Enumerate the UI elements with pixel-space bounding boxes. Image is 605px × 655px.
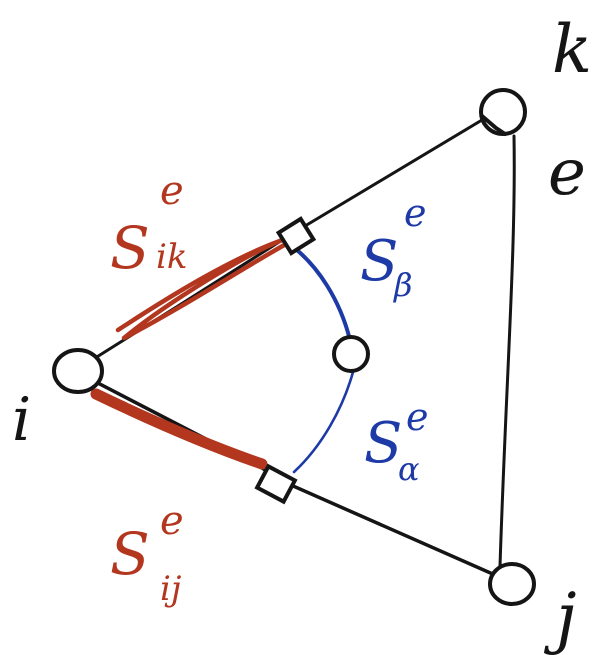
midpoint-marker-ij xyxy=(254,463,298,505)
vertex-label-i: i xyxy=(12,385,31,455)
svg-text:S: S xyxy=(110,520,150,588)
vertex-label-j: j xyxy=(543,579,576,655)
centroid-node xyxy=(332,335,370,373)
label-s-beta: S e β xyxy=(360,191,427,304)
svg-text:α: α xyxy=(398,450,420,488)
svg-text:ij: ij xyxy=(160,569,182,609)
vertex-k-node xyxy=(479,88,527,136)
edge-k-j xyxy=(498,134,516,568)
vertex-i-node xyxy=(52,348,104,394)
label-s-ij: S e ij xyxy=(110,498,184,609)
midpoint-marker-ik xyxy=(275,216,317,256)
svg-text:S: S xyxy=(364,411,402,476)
vertex-j-node xyxy=(488,562,536,606)
svg-text:S: S xyxy=(360,229,398,294)
segment-s-ik xyxy=(115,235,291,341)
vertex-label-k: k xyxy=(552,11,592,88)
segment-s-alpha xyxy=(292,370,355,474)
segment-s-ij xyxy=(90,388,268,470)
svg-text:e: e xyxy=(160,168,184,214)
svg-text:e: e xyxy=(406,395,429,439)
svg-text:S: S xyxy=(110,214,150,282)
svg-text:e: e xyxy=(404,191,427,235)
element-label: e xyxy=(548,136,586,210)
svg-text:β: β xyxy=(393,266,413,304)
segment-s-beta xyxy=(290,244,352,342)
label-s-alpha: S e α xyxy=(364,395,429,488)
vertex-k-corner-mark xyxy=(480,114,507,136)
label-s-ik: S e ik xyxy=(110,168,187,282)
svg-text:ik: ik xyxy=(156,237,187,277)
svg-text:e: e xyxy=(160,498,184,544)
